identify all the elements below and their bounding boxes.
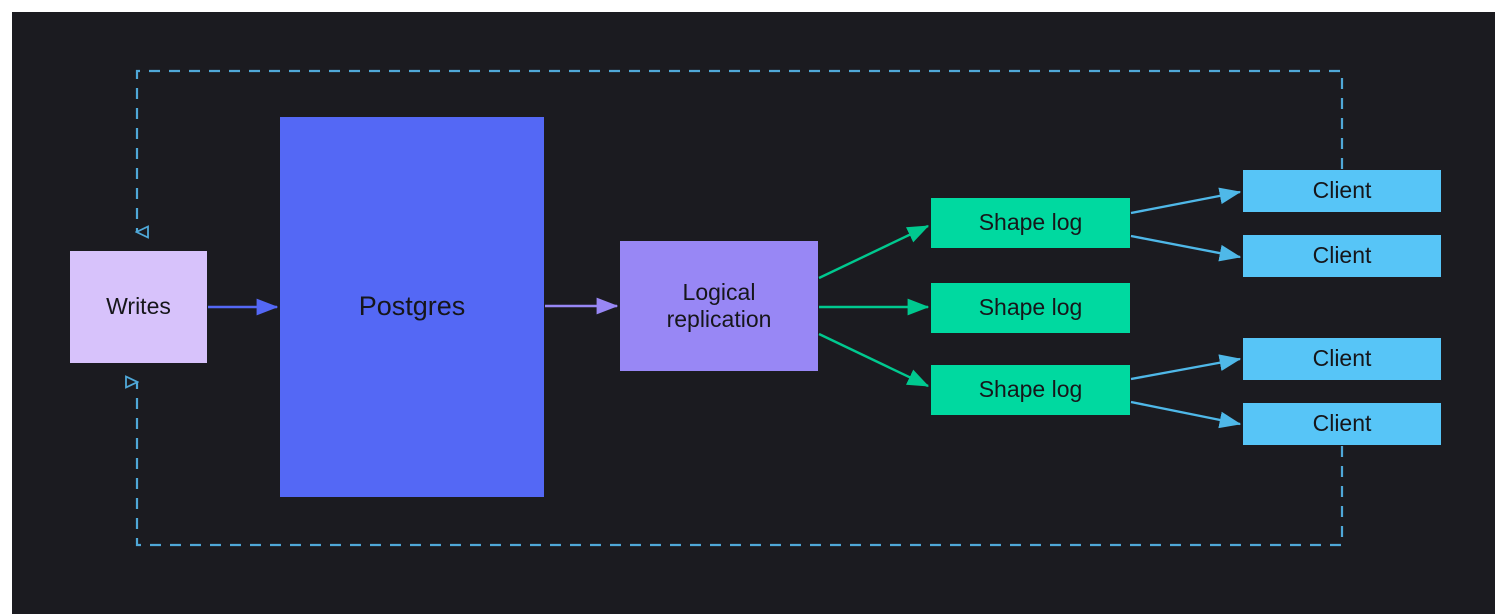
node-shape-log-1[interactable]: Shape log — [931, 198, 1130, 248]
edge-shape-log-3-to-client-3 — [1130, 354, 1242, 381]
edge-shape-log-1-to-client-1 — [1130, 187, 1242, 215]
node-client-3-label: Client — [1312, 345, 1372, 372]
node-postgres-label: Postgres — [358, 291, 466, 322]
edge-shape-log-3-to-client-4 — [1130, 400, 1242, 429]
node-shape-log-2-label: Shape log — [978, 294, 1083, 321]
node-client-1-label: Client — [1312, 177, 1372, 204]
node-shape-log-3[interactable]: Shape log — [931, 365, 1130, 415]
node-client-1[interactable]: Client — [1243, 170, 1441, 212]
node-client-4-label: Client — [1312, 410, 1372, 437]
node-shape-log-2[interactable]: Shape log — [931, 283, 1130, 333]
node-shape-log-3-label: Shape log — [978, 376, 1083, 403]
node-client-3[interactable]: Client — [1243, 338, 1441, 380]
edge-shape-log-1-to-client-2 — [1130, 234, 1242, 262]
edge-client-1-feedback-to-writes — [137, 69, 1344, 232]
edge-client-4-feedback-to-writes — [137, 382, 1344, 547]
node-client-4[interactable]: Client — [1243, 403, 1441, 445]
node-writes[interactable]: Writes — [70, 251, 207, 363]
edge-logical-replication-to-shape-log-1 — [818, 224, 930, 280]
node-client-2-label: Client — [1312, 242, 1372, 269]
node-logical-replication[interactable]: Logical replication — [620, 241, 818, 371]
node-shape-log-1-label: Shape log — [978, 209, 1083, 236]
node-writes-label: Writes — [106, 293, 171, 320]
node-client-2[interactable]: Client — [1243, 235, 1441, 277]
edge-logical-replication-to-shape-log-3 — [818, 332, 930, 388]
node-logical-replication-label: Logical replication — [666, 278, 772, 332]
node-postgres[interactable]: Postgres — [280, 117, 544, 497]
